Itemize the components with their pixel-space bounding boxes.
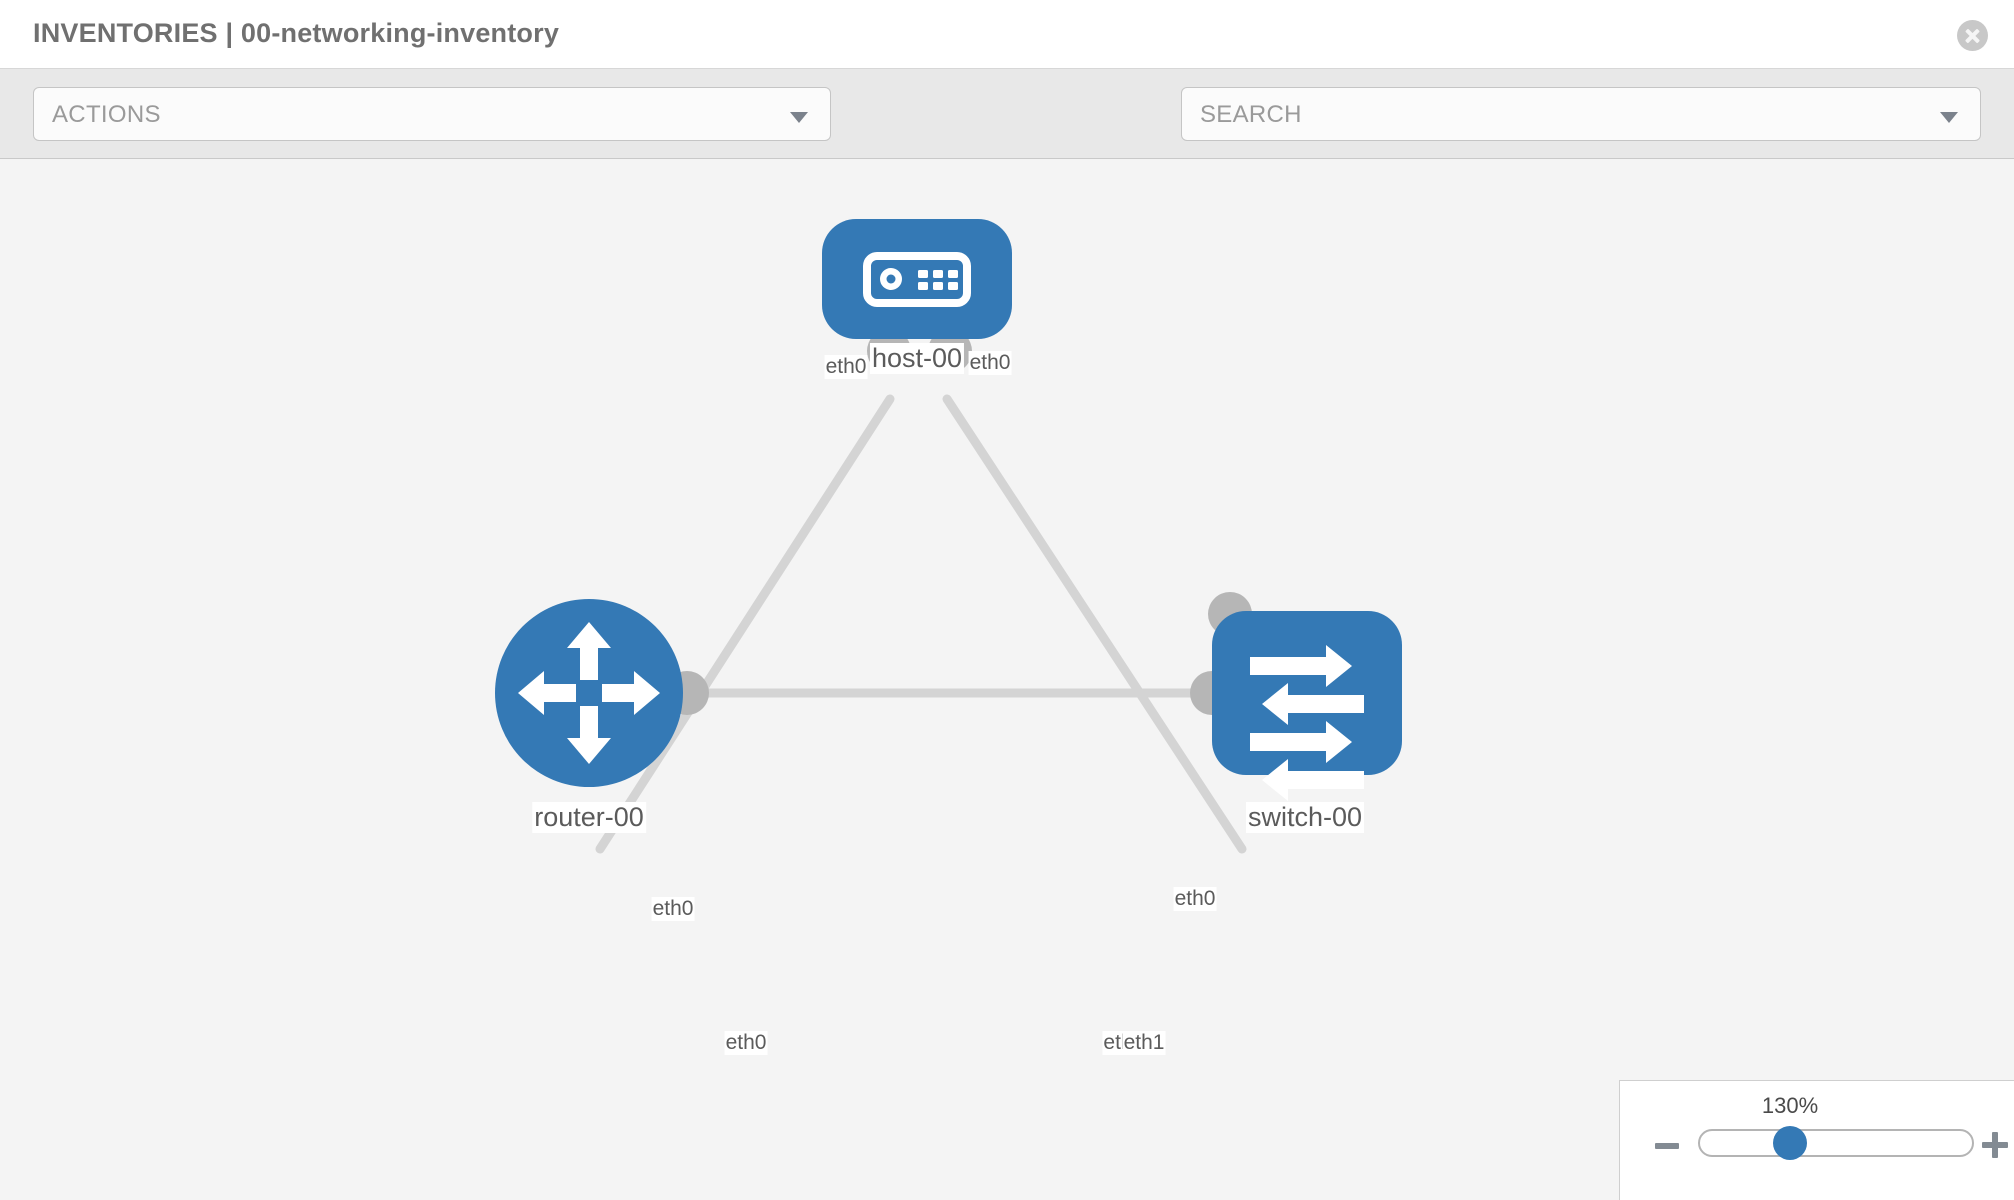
- zoom-out-button[interactable]: [1655, 1143, 1679, 1149]
- node-label-host-00: host-00: [869, 343, 965, 374]
- iface-label-switch00-to-router00: eth1: [1122, 1031, 1166, 1055]
- chevron-down-icon: [790, 112, 808, 123]
- node-host-00: [822, 219, 1012, 339]
- page-header: INVENTORIES | 00-networking-inventory: [0, 0, 2014, 69]
- iface-label-switch00-to-host00: eth0: [1173, 887, 1217, 911]
- actions-dropdown[interactable]: ACTIONS: [33, 87, 831, 141]
- close-icon[interactable]: [1957, 20, 1988, 51]
- page-title: INVENTORIES | 00-networking-inventory: [33, 18, 560, 48]
- actions-dropdown-label: ACTIONS: [52, 101, 161, 128]
- edge-host00-router00: [595, 394, 895, 854]
- switch-arrows-icon: [1250, 645, 1364, 801]
- node-label-router-00: router-00: [532, 802, 646, 833]
- edge-layer: [595, 394, 1247, 854]
- zoom-in-button[interactable]: [1982, 1132, 2008, 1158]
- iface-label-host00-to-switch00: eth0: [968, 351, 1012, 375]
- server-icon: [863, 252, 971, 307]
- chevron-down-icon[interactable]: [1940, 112, 1958, 123]
- search-placeholder: SEARCH: [1200, 101, 1302, 128]
- port-layer: [665, 329, 1252, 715]
- zoom-slider-handle[interactable]: [1773, 1126, 1807, 1160]
- server-icon-details: [880, 268, 958, 290]
- iface-label-router00-to-switch00: eth0: [724, 1031, 768, 1055]
- router-arrows-icon: [518, 622, 660, 764]
- search-input[interactable]: SEARCH: [1181, 87, 1981, 141]
- topology-canvas[interactable]: host-00 router-00 switch-00 eth0 eth0 et…: [0, 159, 2014, 1200]
- node-label-switch-00: switch-00: [1245, 802, 1365, 833]
- zoom-slider-track[interactable]: [1698, 1129, 1974, 1157]
- toolbar: ACTIONS SEARCH: [0, 69, 2014, 195]
- topology-graph: [495, 219, 1402, 854]
- zoom-level-value: 130%: [1761, 1093, 1819, 1118]
- node-router-00: [495, 599, 683, 787]
- iface-label-router00-to-host00: eth0: [651, 897, 695, 921]
- zoom-control-panel: 130%: [1619, 1080, 2014, 1200]
- edge-host00-switch00: [942, 394, 1247, 854]
- iface-label-host00-to-router00: eth0: [824, 355, 868, 379]
- node-switch-00: [1212, 611, 1402, 801]
